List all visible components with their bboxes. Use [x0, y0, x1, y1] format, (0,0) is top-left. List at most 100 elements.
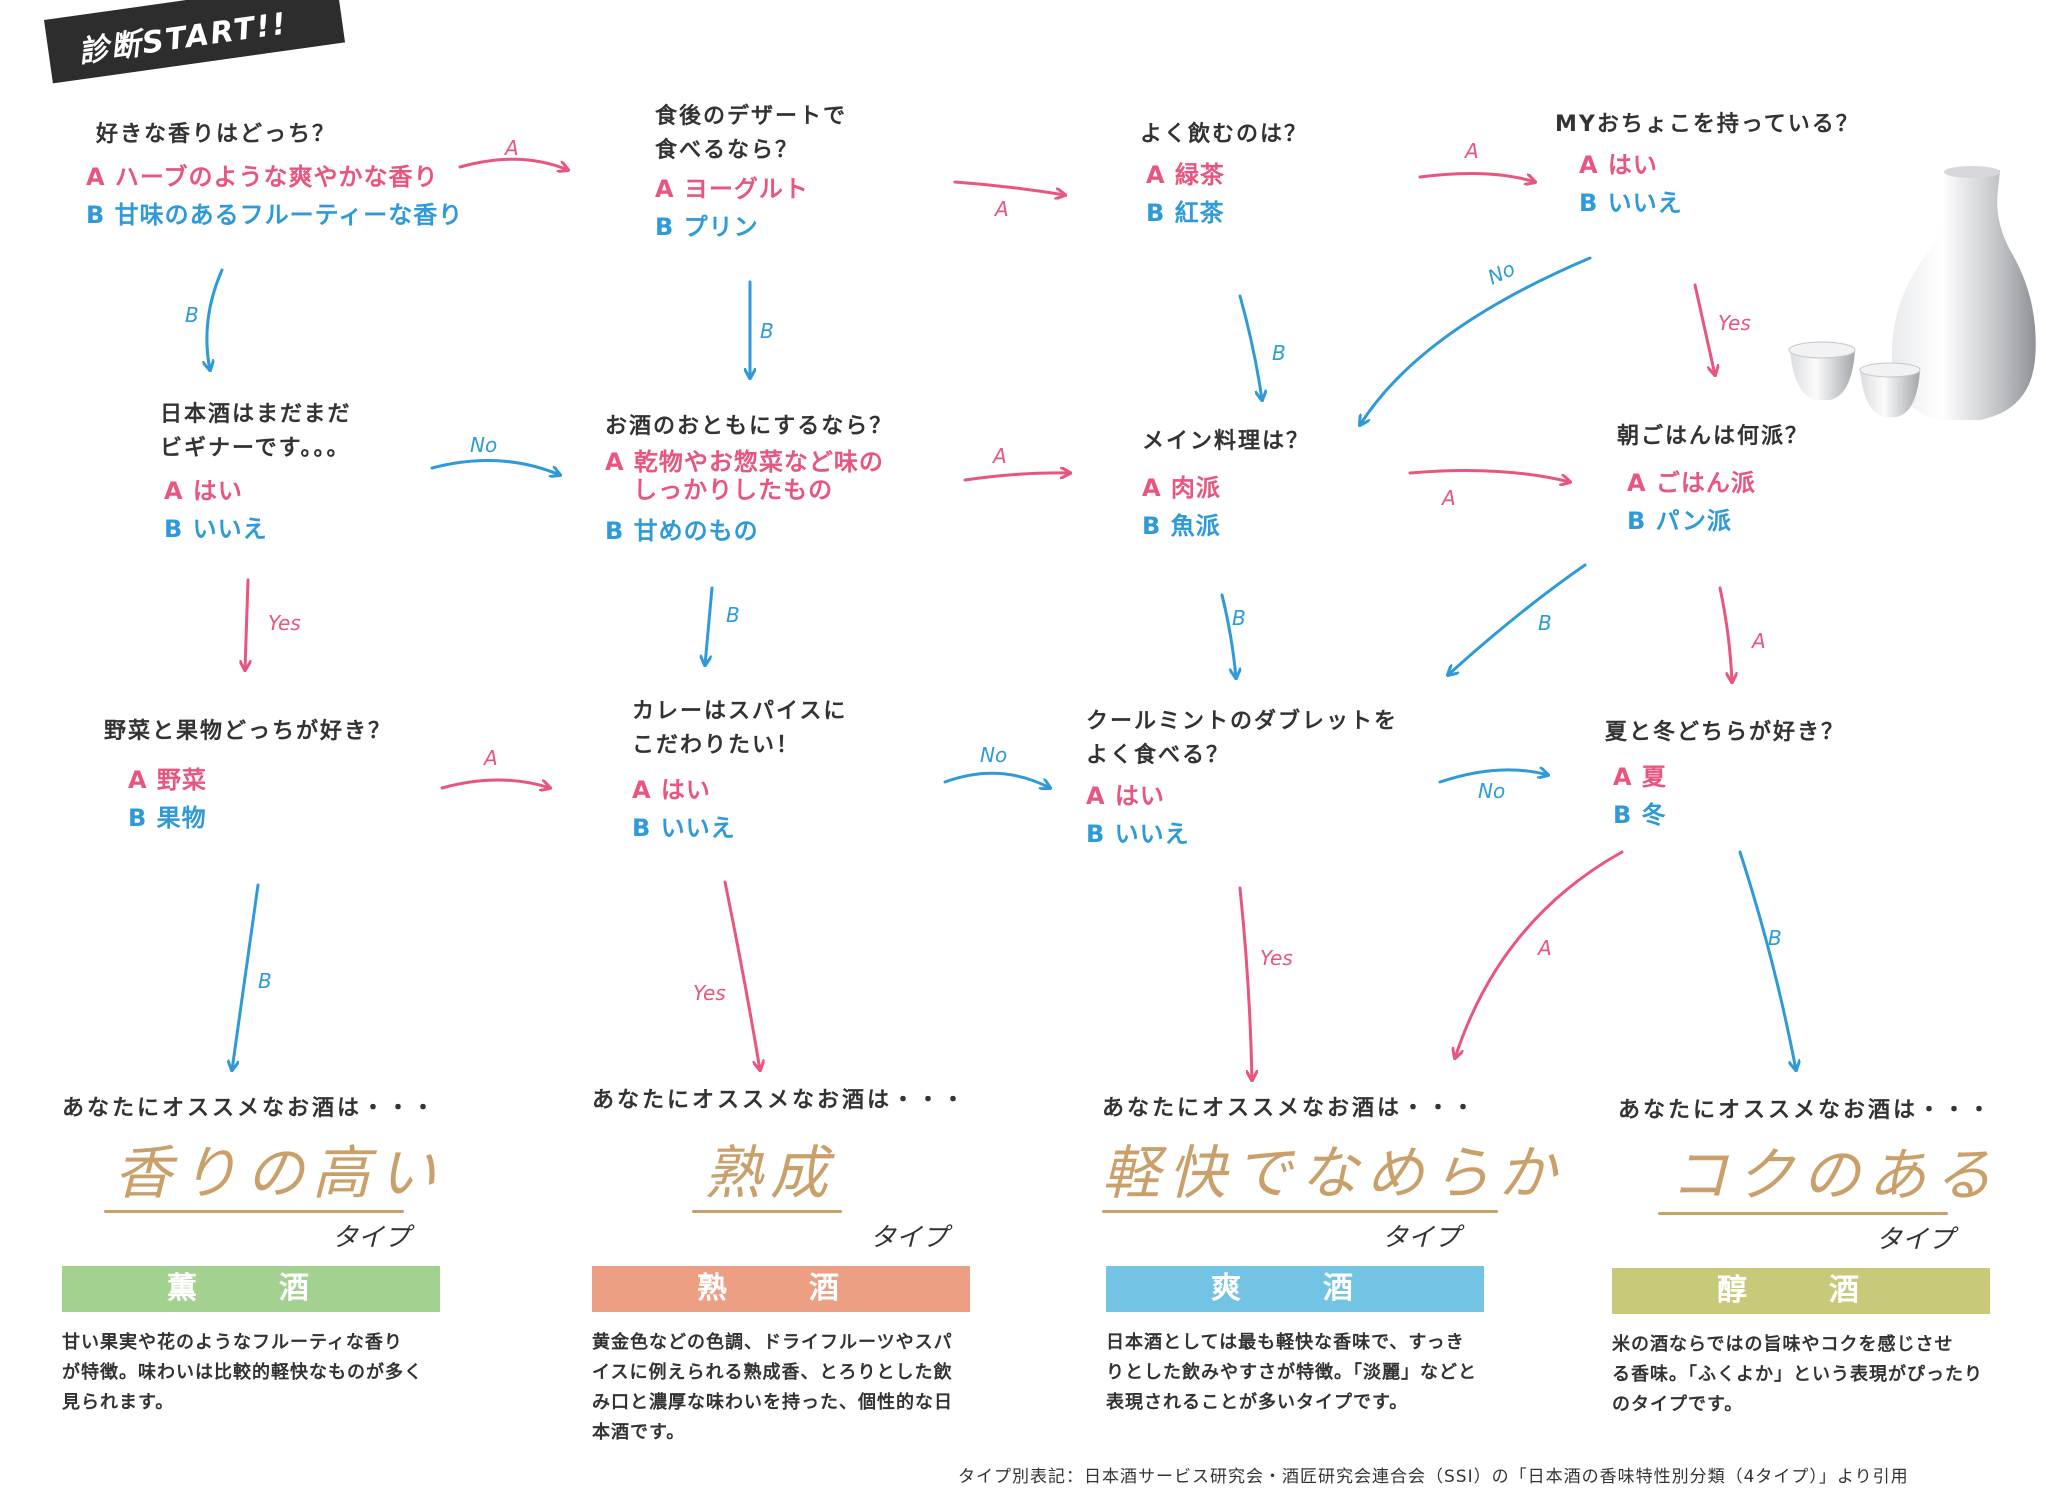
option-b[interactable]: B 果物: [128, 804, 207, 832]
label-a: A: [991, 444, 1007, 468]
question-text: クールミントのダブレットを よく食べる？: [1086, 709, 1399, 768]
label-no: No: [1478, 779, 1505, 803]
question-text: カレーはスパイスに こだわりたい！: [632, 699, 848, 758]
result-type-suffix: タイプ: [870, 1223, 949, 1253]
arrow-q2-q3: [953, 180, 1065, 195]
result-type-name: 熟成: [704, 1139, 837, 1207]
label-a: A: [503, 136, 519, 160]
option-a[interactable]: A 緑茶: [1146, 161, 1225, 189]
option-b[interactable]: B いいえ: [632, 814, 736, 842]
sake-bottle-icon: [1788, 166, 2036, 420]
result-description: 甘い果実や花のようなフルーティな香り が特徴。味わいは比較的軽快なものが多く 見…: [62, 1332, 423, 1413]
question-text: 食後のデザートで 食べるなら？: [655, 104, 848, 163]
sake-cup-icon: [1788, 341, 1921, 417]
question-q9: 野菜と果物どっちが好き？ A 野菜 B 果物: [104, 715, 392, 837]
result-card: あなたにオススメなお酒は・・・ 軽快でなめらか タイプ 爽 酒 日本酒としては最…: [1102, 1090, 1565, 1418]
arrow-q12-r3: [1455, 850, 1624, 1058]
label-a: A: [993, 197, 1009, 221]
option-b[interactable]: B いいえ: [1579, 189, 1683, 217]
result-card: あなたにオススメなお酒は・・・ コクのある タイプ 醇 酒 米の酒ならではの旨味…: [1612, 1092, 2038, 1420]
option-b[interactable]: B プリン: [655, 213, 759, 241]
question-q1: 好きな香りはどっち？ A ハーブのような爽やかな香り B 甘味のあるフルーティー…: [86, 118, 463, 234]
option-b[interactable]: B 魚派: [1142, 512, 1221, 540]
option-b[interactable]: B いいえ: [1086, 820, 1190, 848]
label-b: B: [726, 603, 740, 627]
result-category-bar: 薫 酒: [62, 1266, 440, 1312]
option-a[interactable]: A はい: [164, 477, 243, 505]
option-a[interactable]: A はい: [1086, 782, 1165, 810]
question-text: 夏と冬どちらが好き？: [1605, 720, 1846, 745]
arrow-q5-q6: [430, 458, 560, 475]
question-text: よく飲むのは？: [1140, 122, 1309, 147]
arrow-q4-q8: [1693, 283, 1715, 375]
option-a[interactable]: A 乾物やお惣菜など味の しっかりしたもの: [605, 448, 884, 504]
arrow-q8-q12: [1718, 586, 1732, 682]
label-no: No: [470, 433, 497, 457]
label-yes: Yes: [693, 981, 726, 1005]
question-text: 好きな香りはどっち？: [96, 122, 337, 147]
option-a[interactable]: A ヨーグルト: [655, 175, 809, 203]
label-a: A: [482, 746, 498, 770]
label-yes: Yes: [1718, 311, 1751, 335]
label-yes: Yes: [1260, 946, 1293, 970]
arrow-q3-q7: [1238, 294, 1262, 400]
question-q10: カレーはスパイスに こだわりたい！ A はい B いいえ: [632, 695, 847, 847]
question-text: メイン料理は？: [1142, 429, 1311, 454]
label-a: A: [1750, 629, 1766, 653]
option-b[interactable]: B 紅茶: [1146, 199, 1225, 227]
question-q3: よく飲むのは？ A 緑茶 B 紅茶: [1140, 118, 1308, 232]
option-b[interactable]: B 甘めのもの: [605, 517, 759, 545]
arrow-q11-q12: [1438, 770, 1548, 784]
result-type-name: 軽快でなめらか: [1102, 1139, 1565, 1207]
result-type-suffix: タイプ: [332, 1223, 411, 1253]
label-b: B: [258, 969, 272, 993]
option-a[interactable]: A はい: [632, 776, 711, 804]
result-type-suffix: タイプ: [1382, 1223, 1461, 1253]
result-underline: [104, 1210, 404, 1213]
label-b: B: [1232, 606, 1246, 630]
arrow-q7-q11: [1220, 593, 1236, 678]
arrow-q7-q8: [1408, 468, 1570, 482]
label-no: No: [980, 743, 1007, 767]
question-text: 朝ごはんは何派？: [1617, 424, 1810, 449]
label-a: A: [1440, 486, 1456, 510]
result-type-name: 香りの高い: [114, 1139, 445, 1207]
result-intro: あなたにオススメなお酒は・・・: [62, 1096, 438, 1121]
arrow-q10-r2: [723, 880, 760, 1070]
option-a[interactable]: A 肉派: [1142, 474, 1221, 502]
arrow-q12-r4: [1738, 850, 1796, 1070]
option-b[interactable]: B 甘味のあるフルーティーな香り: [86, 201, 464, 229]
option-b[interactable]: B 冬: [1613, 801, 1667, 829]
result-type-name: コクのある: [1670, 1141, 2001, 1209]
option-b[interactable]: B いいえ: [164, 515, 268, 543]
arrow-q6-q10: [705, 586, 714, 665]
question-q11: クールミントのダブレットを よく食べる？ A はい B いいえ: [1086, 705, 1398, 853]
credit-note: タイプ別表記：日本酒サービス研究会・酒匠研究会連合会（SSI）の「日本酒の香味特…: [958, 1467, 1909, 1487]
option-b[interactable]: B パン派: [1627, 507, 1732, 535]
option-a[interactable]: A ハーブのような爽やかな香り: [86, 163, 439, 191]
label-b: B: [1768, 926, 1782, 950]
label-b: B: [185, 303, 199, 327]
result-category-bar: 爽 酒: [1106, 1266, 1484, 1312]
result-description: 黄金色などの色調、ドライフルーツやスパ イスに例えられる熟成香、とろりとした飲 …: [592, 1332, 953, 1443]
result-underline: [692, 1210, 842, 1213]
result-card: あなたにオススメなお酒は・・・ 香りの高い タイプ 薫 酒 甘い果実や花のような…: [62, 1090, 462, 1418]
option-a[interactable]: A はい: [1579, 151, 1658, 179]
option-a[interactable]: A 夏: [1613, 763, 1667, 791]
label-b: B: [1538, 611, 1552, 635]
question-q4: MYおちょこを持っている？ A はい B いいえ: [1555, 108, 1860, 222]
result-description: 米の酒ならではの旨味やコクを感じさせ る香味。「ふくよか」という表現がぴったり …: [1612, 1334, 1983, 1415]
question-q12: 夏と冬どちらが好き？ A 夏 B 冬: [1605, 716, 1845, 834]
result-underline: [1658, 1212, 1948, 1215]
arrow-q1-q5: [207, 268, 224, 370]
arrow-q9-q10: [440, 778, 550, 788]
result-intro: あなたにオススメなお酒は・・・: [1102, 1096, 1478, 1121]
question-text: 野菜と果物どっちが好き？: [104, 719, 393, 744]
label-a: A: [1536, 936, 1552, 960]
option-a[interactable]: A ごはん派: [1627, 469, 1756, 497]
result-category-bar: 熟 酒: [592, 1266, 970, 1312]
option-a[interactable]: A 野菜: [128, 766, 207, 794]
question-text: MYおちょこを持っている？: [1555, 112, 1860, 137]
question-q6: お酒のおともにするなら？ A 乾物やお惣菜など味の しっかりしたもの B 甘めの…: [605, 410, 893, 550]
